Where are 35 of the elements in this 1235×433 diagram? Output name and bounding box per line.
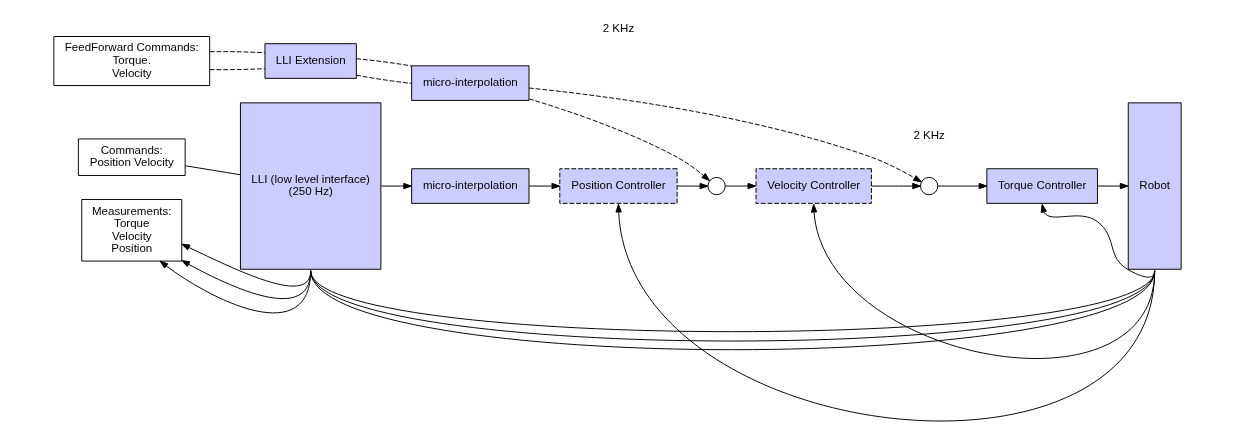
arrow xyxy=(810,203,1156,359)
node-box: Velocity Controller xyxy=(755,168,872,204)
arrow xyxy=(380,182,412,190)
node-box: Position Controller xyxy=(559,168,678,204)
arrow xyxy=(528,98,710,181)
arrow xyxy=(528,87,922,183)
label: 2 KHz xyxy=(913,129,945,142)
connector xyxy=(355,74,412,84)
node-box: LLI (low level interface) (250 Hz) xyxy=(239,102,382,270)
node-box: FeedForward Commands: Torque. Velocity xyxy=(53,36,211,87)
arrow xyxy=(724,182,757,190)
label: 2 KHz xyxy=(602,22,635,35)
arrow xyxy=(870,182,921,190)
connector xyxy=(184,165,241,176)
node-circle xyxy=(707,176,726,196)
connector xyxy=(355,58,412,67)
node-box: micro-interpolation xyxy=(411,168,530,204)
node-box: LLI Extension xyxy=(264,43,357,79)
arrow xyxy=(615,203,1156,422)
arrow xyxy=(181,260,312,300)
node-box: Torque Controller xyxy=(986,168,1098,204)
arrow xyxy=(1040,203,1156,278)
arrow xyxy=(937,182,988,190)
node-box: micro-interpolation xyxy=(411,65,530,101)
arrow xyxy=(528,182,561,190)
node-circle xyxy=(920,176,939,196)
arrow xyxy=(1097,182,1129,190)
connector xyxy=(209,51,266,54)
arrow xyxy=(676,182,709,190)
arrow xyxy=(181,243,312,287)
node-box: Commands: Position Velocity xyxy=(77,138,186,176)
connector xyxy=(209,68,266,71)
node-box: Measurements: Torque Velocity Position xyxy=(81,199,183,262)
node-box: Robot xyxy=(1127,102,1182,270)
arrow xyxy=(159,260,312,314)
